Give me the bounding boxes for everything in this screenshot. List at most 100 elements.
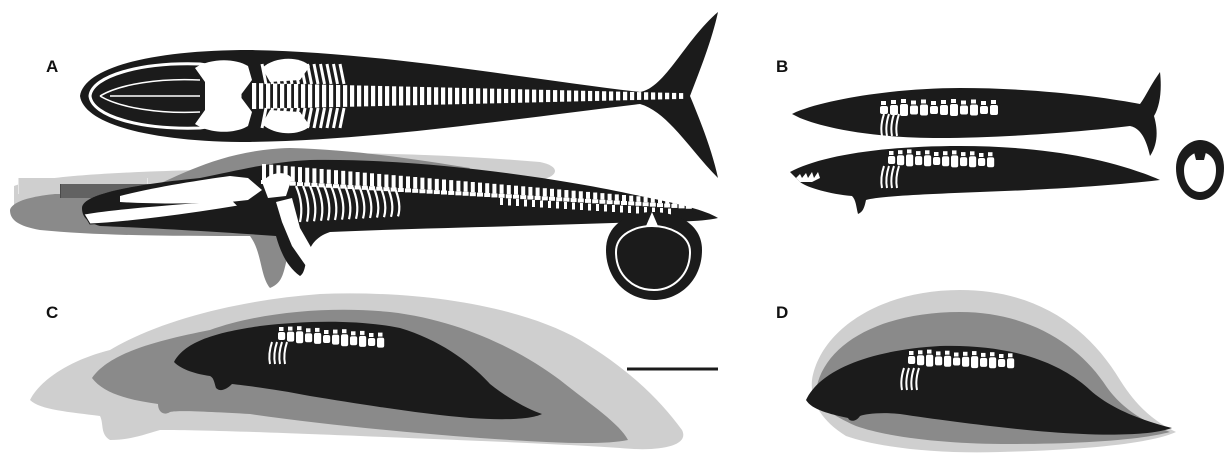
vertebra	[456, 181, 460, 192]
vertebra	[564, 190, 568, 198]
vertebra	[906, 154, 913, 166]
vertebra	[586, 192, 590, 199]
vertebra	[435, 179, 439, 190]
vertebral-body	[441, 191, 447, 195]
vertebral-body	[477, 193, 483, 197]
vertebral-body	[268, 180, 274, 184]
vertebral-body	[592, 199, 598, 203]
vertebra	[514, 186, 518, 195]
vertebral-spine	[945, 351, 950, 355]
vertebra	[553, 90, 557, 102]
vertebra	[378, 86, 382, 106]
chevron	[508, 199, 511, 206]
vertebra	[278, 332, 285, 340]
vertebra	[384, 175, 388, 188]
vertebra	[608, 194, 612, 200]
vertebral-body	[549, 197, 555, 201]
vertebra	[888, 156, 895, 164]
vertebral-spine	[889, 151, 894, 155]
vertebral-body	[275, 181, 281, 185]
vertebra	[348, 171, 352, 185]
vertebral-body	[506, 194, 512, 198]
vertebral-spine	[1008, 353, 1013, 357]
vertebra	[962, 357, 969, 367]
vertebra	[539, 90, 543, 102]
vertebral-body	[499, 194, 505, 198]
vertebral-spine	[979, 153, 984, 157]
vertebra	[464, 181, 468, 191]
vertebral-spine	[279, 327, 284, 331]
vertebral-body	[650, 203, 656, 207]
vertebra	[572, 191, 576, 198]
vertebra	[593, 193, 597, 200]
vertebra	[343, 85, 347, 107]
vertebral-body	[535, 196, 541, 200]
vertebra	[978, 158, 985, 166]
vertebral-spine	[936, 351, 941, 355]
vertebra	[630, 92, 634, 100]
vertebra	[917, 355, 924, 365]
vertebra	[942, 156, 949, 166]
vertebra	[252, 83, 256, 109]
vertebral-body	[621, 201, 627, 205]
vertebral-spine	[378, 333, 383, 337]
vertebral-spine	[324, 330, 329, 334]
vertebra	[970, 105, 978, 116]
vertebra	[377, 338, 384, 348]
vertebral-body	[398, 188, 404, 192]
vertebral-spine	[961, 101, 966, 105]
vertebral-body	[484, 193, 490, 197]
vertebral-spine	[881, 101, 886, 105]
vertebral-body	[643, 202, 649, 206]
panel-b	[790, 72, 1224, 214]
vertebra	[399, 86, 403, 105]
vertebral-body	[283, 181, 289, 185]
vertebra	[259, 83, 263, 109]
vertebral-body	[463, 192, 469, 196]
vertebral-body	[542, 196, 548, 200]
vertebra	[950, 104, 958, 116]
vertebra	[314, 333, 321, 344]
vertebra	[341, 171, 345, 185]
vertebral-body	[470, 192, 476, 196]
vertebra	[960, 157, 967, 166]
vertebra	[406, 87, 410, 106]
chevron	[516, 199, 519, 206]
chevron	[628, 206, 631, 213]
vertebra	[521, 186, 525, 195]
vertebral-body	[297, 182, 303, 186]
vertebral-body	[657, 203, 663, 207]
vertebra	[406, 176, 410, 188]
vertebral-body	[434, 190, 440, 194]
chevron	[500, 198, 503, 205]
vertebral-spine	[351, 331, 356, 335]
vertebra	[665, 199, 669, 204]
vertebral-body	[628, 201, 634, 205]
vertebral-spine	[970, 151, 975, 155]
vertebra	[616, 92, 620, 101]
chevron	[620, 206, 623, 213]
vertebra	[588, 91, 592, 101]
vertebra	[298, 167, 302, 182]
vertebral-spine	[891, 100, 896, 104]
vertebral-spine	[925, 150, 930, 154]
vertebral-spine	[943, 151, 948, 155]
vertebra	[368, 338, 375, 346]
vertebral-body	[578, 198, 584, 202]
vertebra	[262, 164, 266, 180]
vertebra	[600, 193, 604, 200]
panel-label-d: D	[776, 303, 788, 322]
chevron	[556, 202, 559, 209]
vertebra	[455, 88, 459, 104]
vertebral-body	[599, 200, 605, 204]
panel-a	[10, 12, 718, 300]
chevron	[564, 202, 567, 209]
vertebra	[567, 90, 571, 101]
vertebra	[930, 106, 938, 114]
cross-section-b	[1176, 140, 1224, 200]
vertebral-spine	[927, 350, 932, 354]
vertebra	[312, 168, 316, 183]
vertebra	[560, 90, 564, 101]
vertebra	[629, 196, 633, 202]
vertebra	[315, 84, 319, 107]
